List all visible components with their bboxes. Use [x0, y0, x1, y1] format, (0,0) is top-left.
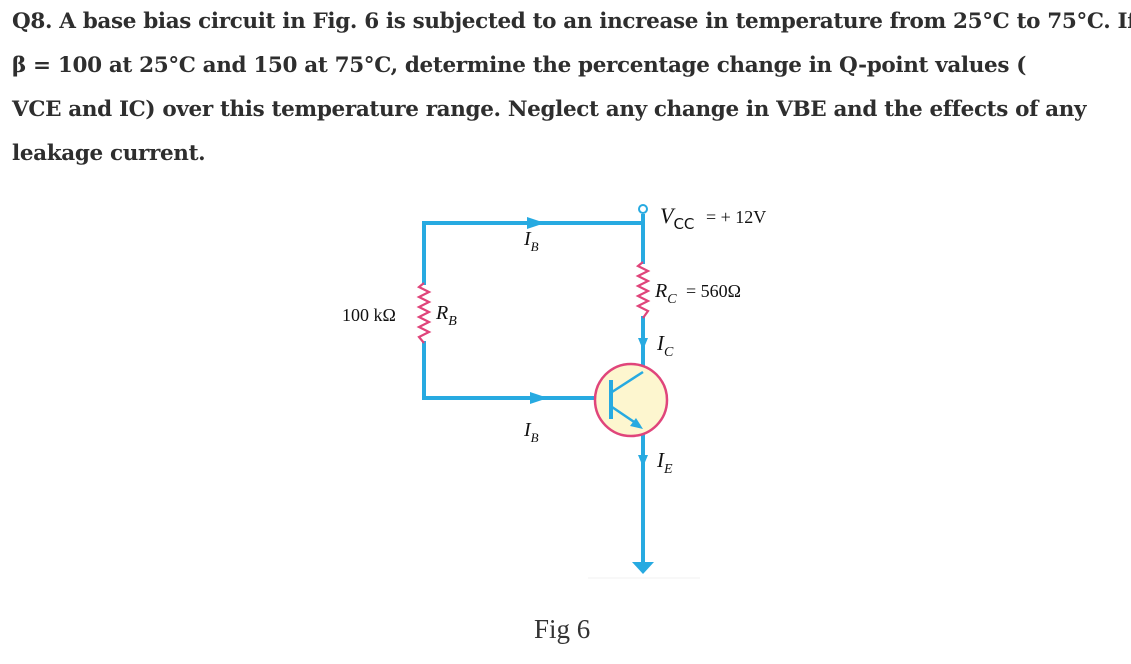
ie-label: IE	[656, 448, 673, 477]
ib-top-label: IB	[523, 228, 539, 254]
ic-arrow	[638, 338, 648, 350]
ib-top-arrow	[527, 217, 545, 229]
vcc-value: = + 12V	[706, 207, 766, 227]
ib-bottom-label: IB	[523, 419, 539, 445]
question-text: Q8. A base bias circuit in Fig. 6 is sub…	[12, 0, 1131, 176]
question-line-4: leakage current.	[12, 141, 206, 166]
vcc-terminal	[638, 204, 648, 214]
question-line-2: β = 100 at 25°C and 150 at 75°C, determi…	[12, 53, 1027, 78]
ib-bottom-arrow	[530, 392, 548, 404]
figure-caption-text: Fig 6	[534, 614, 591, 644]
rc-value: = 560Ω	[686, 281, 741, 301]
rb-label: RB	[435, 302, 457, 329]
rc-resistor	[635, 261, 651, 319]
rb-value: 100 kΩ	[342, 305, 396, 325]
vcc-label: VCC	[660, 203, 694, 233]
ic-label: IC	[656, 331, 674, 360]
ie-arrow	[638, 455, 648, 467]
question-line-1: Q8. A base bias circuit in Fig. 6 is sub…	[12, 9, 1131, 34]
question-line-3: VCE and IC) over this temperature range.…	[12, 97, 1087, 122]
rc-label: RC	[654, 280, 677, 307]
ground-symbol	[632, 562, 654, 574]
npn-transistor	[593, 362, 669, 438]
rb-resistor	[416, 282, 432, 344]
